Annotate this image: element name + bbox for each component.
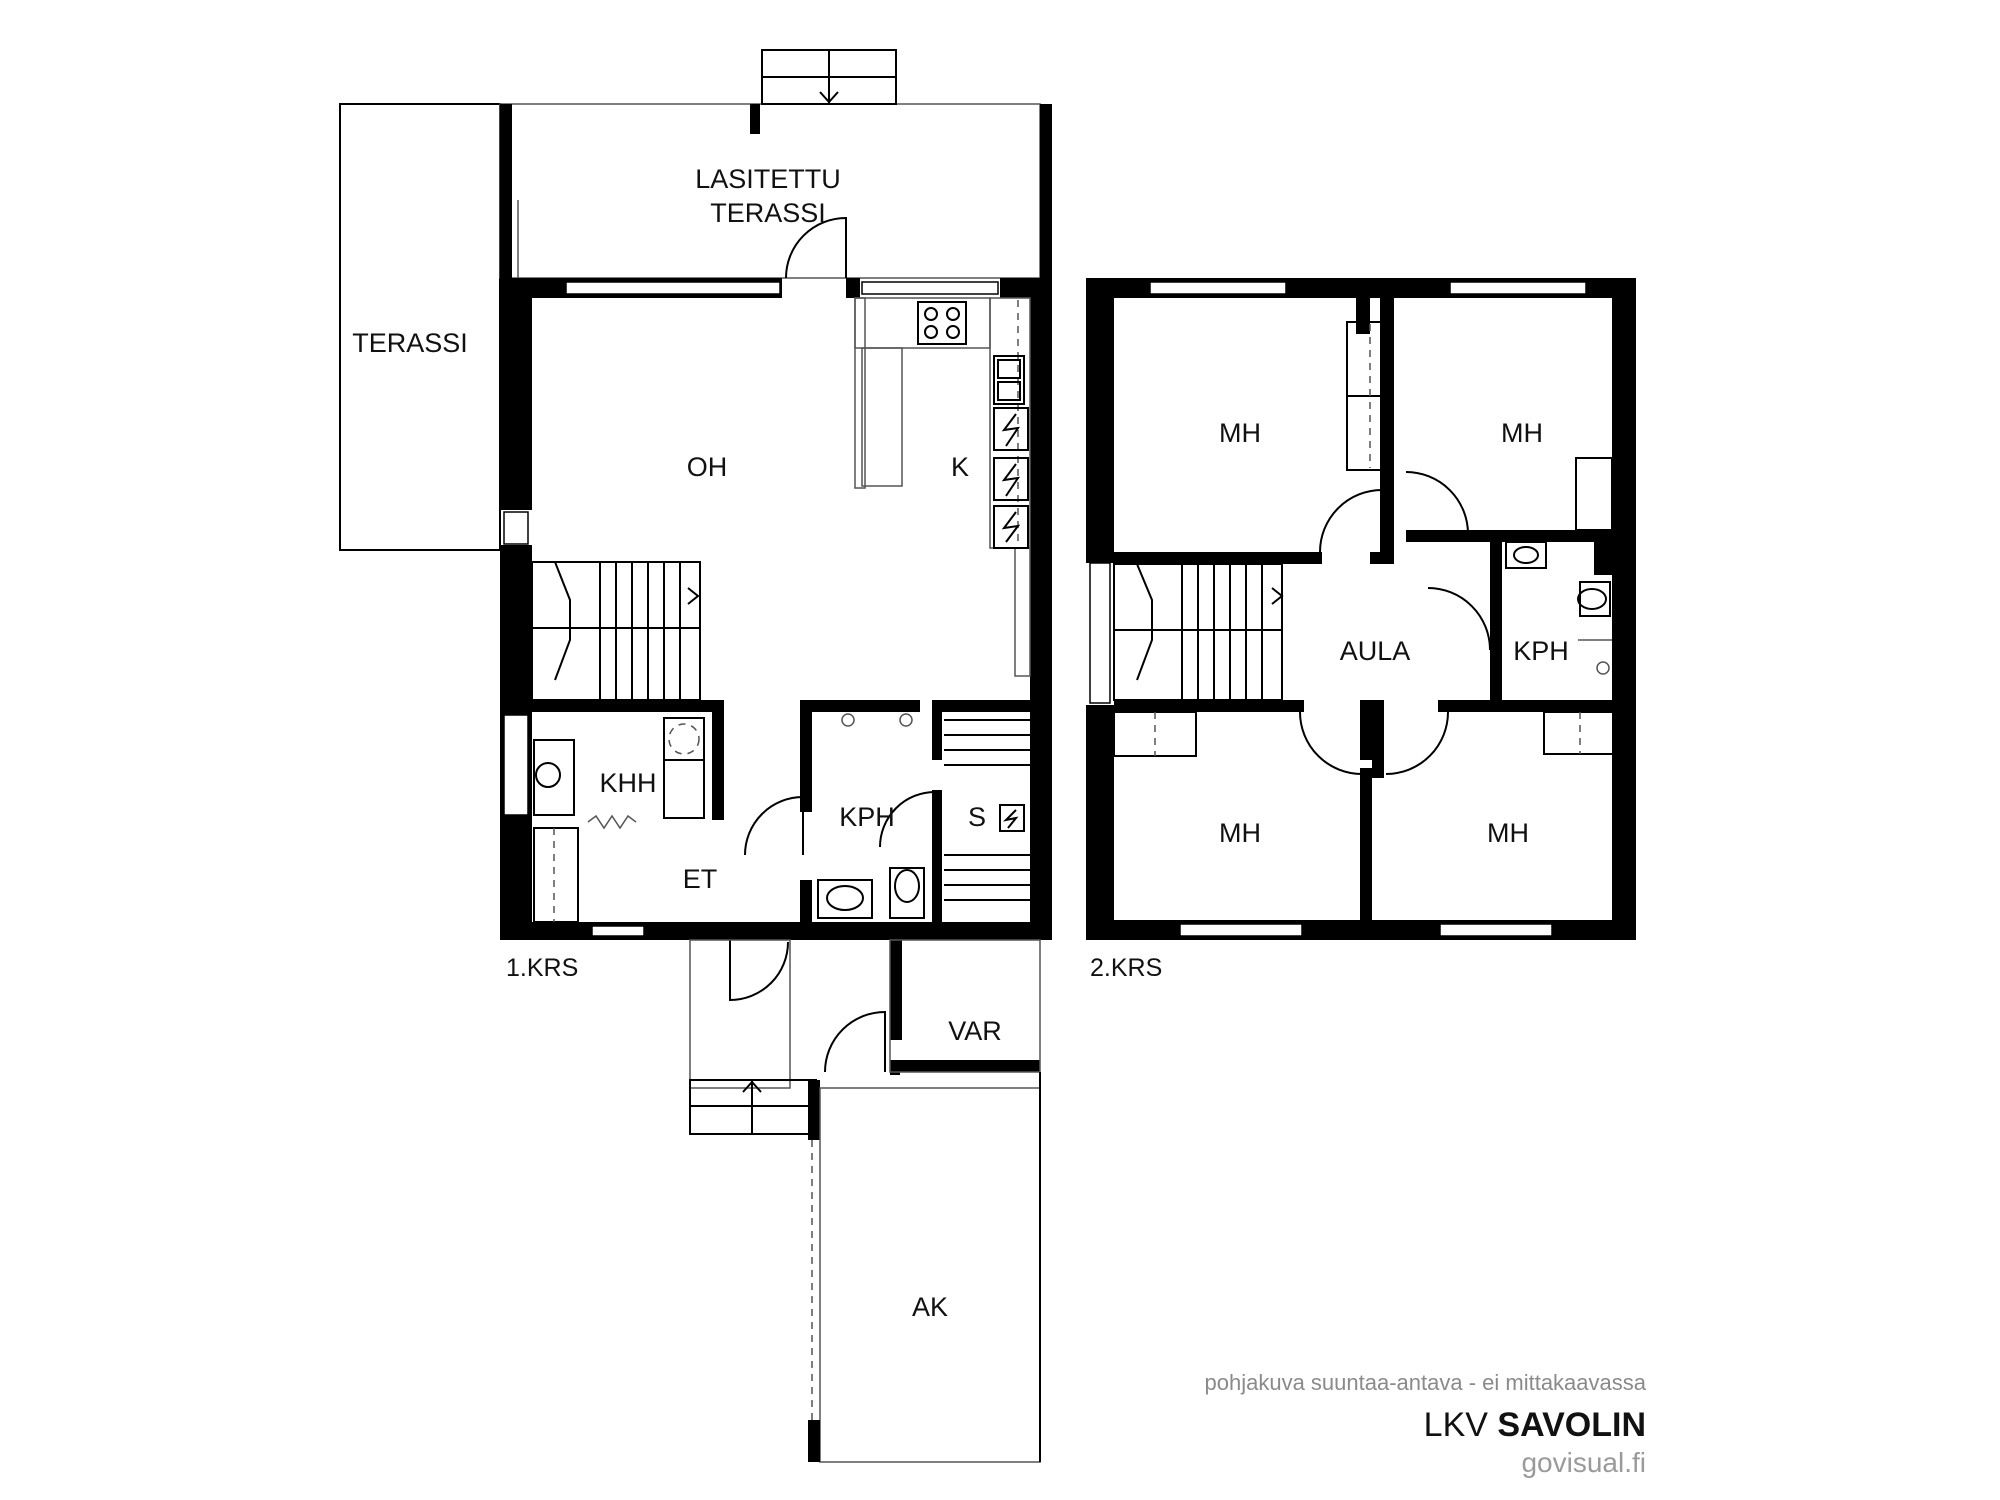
first-floor — [339, 49, 1052, 1463]
brand-prefix: LKV — [1424, 1406, 1498, 1444]
scale-note: pohjakuva suuntaa-antava - ei mittakaava… — [1205, 1370, 1647, 1395]
room-label-bedroom-se: MH — [1487, 818, 1529, 848]
stove-icon — [917, 301, 967, 345]
room-label-sauna: S — [968, 802, 986, 832]
room-label-carport: AK — [912, 1292, 948, 1322]
appliance-icons — [993, 407, 1029, 549]
room-label-bathroom-first: KPH — [839, 802, 895, 832]
staircase-first — [531, 561, 701, 701]
website: govisual.fi — [1521, 1447, 1646, 1478]
window — [1449, 281, 1587, 295]
window — [861, 281, 999, 295]
floor-label-first: 1.KRS — [506, 954, 578, 982]
room-label-bedroom-sw: MH — [1219, 818, 1261, 848]
top-steps — [761, 49, 897, 105]
window — [503, 511, 529, 545]
window — [503, 714, 529, 816]
footer: pohjakuva suuntaa-antava - ei mittakaava… — [1205, 1370, 1647, 1478]
staircase-second — [1113, 563, 1284, 701]
room-label-hall: AULA — [1340, 636, 1411, 666]
bathroom-fixtures-second — [1505, 541, 1612, 675]
room-label-terrace: TERASSI — [352, 328, 468, 358]
terrace-outline — [339, 103, 501, 551]
brand-logo: LKV SAVOLIN — [1424, 1406, 1646, 1444]
carport — [808, 1072, 1041, 1463]
room-label-bedroom-nw: MH — [1219, 418, 1261, 448]
sink-icon — [993, 355, 1025, 405]
window — [1179, 923, 1303, 937]
second-floor — [1086, 278, 1636, 940]
brand-name: SAVOLIN — [1497, 1406, 1646, 1444]
kitchen-counter — [854, 297, 1031, 677]
floor-labels: 1.KRS 2.KRS — [506, 954, 1162, 982]
window — [591, 925, 645, 937]
room-label-kitchen: K — [951, 452, 969, 482]
window — [565, 281, 781, 295]
floor-label-second: 2.KRS — [1090, 954, 1162, 982]
window — [1089, 562, 1111, 704]
room-label-storage: VAR — [948, 1016, 1002, 1046]
window — [1149, 281, 1287, 295]
room-labels: LASITETTU TERASSI TERASSI OH K KHH KPH S… — [352, 164, 1569, 1322]
room-label-bedroom-ne: MH — [1501, 418, 1543, 448]
room-label-bathroom-second: KPH — [1513, 636, 1569, 666]
room-label-utility: KHH — [599, 768, 656, 798]
window — [1439, 923, 1553, 937]
room-label-entry: ET — [683, 864, 718, 894]
room-label-living: OH — [687, 452, 728, 482]
room-label-glazed-terrace-1: LASITETTU — [695, 164, 841, 194]
bathroom-sauna — [744, 713, 1030, 919]
utility-fixtures — [533, 717, 705, 923]
room-label-glazed-terrace-2: TERASSI — [710, 198, 826, 228]
